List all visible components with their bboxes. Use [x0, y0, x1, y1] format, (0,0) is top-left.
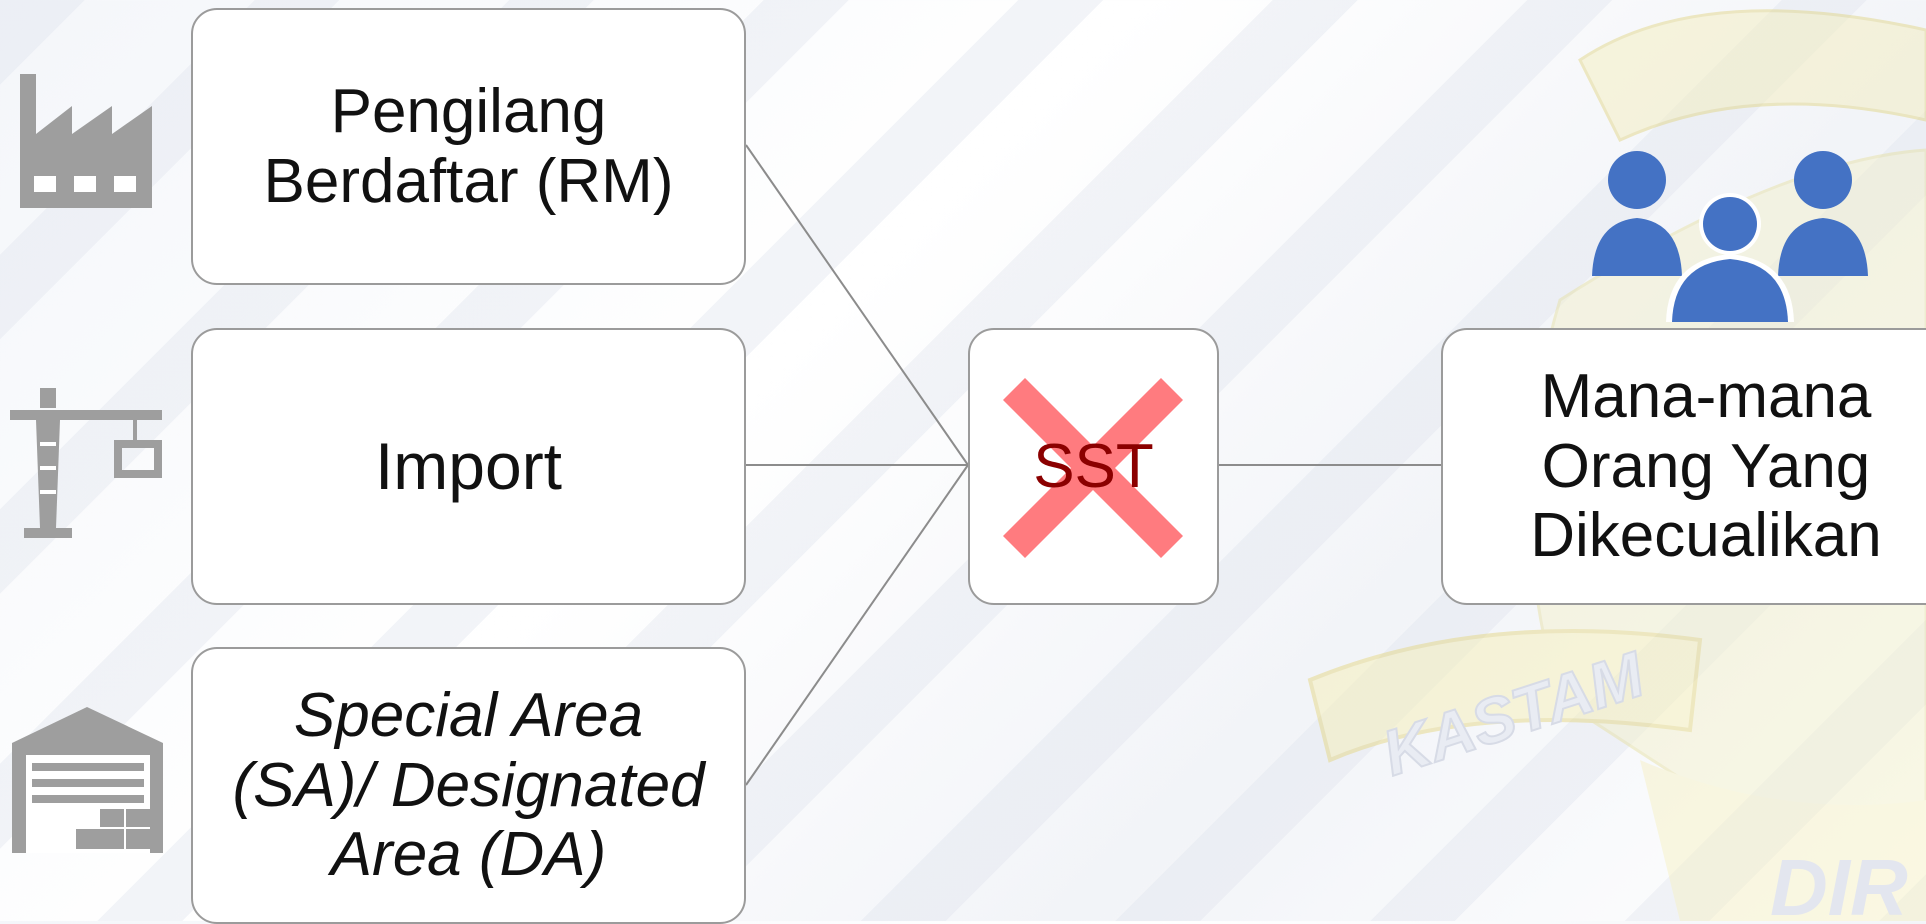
input-box-line: (SA)/ Designated	[232, 750, 705, 820]
sst-label: SST	[1033, 431, 1154, 501]
input-box-line: Berdaftar (RM)	[263, 146, 674, 216]
watermark-lower-text: DIR	[1770, 843, 1908, 921]
input-box-registered-manufacturer: Pengilang Berdaftar (RM)	[191, 8, 746, 285]
input-box-line: Special Area	[293, 681, 644, 751]
cross-icon	[1003, 378, 1183, 558]
input-box-line: Import	[374, 428, 563, 503]
input-box-line: Area (DA)	[330, 820, 607, 890]
input-box-special-designated-area: Special Area (SA)/ Designated Area (DA)	[191, 647, 746, 924]
output-box-exempted-persons: Mana-mana Orang Yang Dikecualikan	[1441, 328, 1926, 605]
sst-box: SST	[968, 328, 1219, 605]
connector-sa-da	[745, 464, 969, 786]
output-box-line: Dikecualikan	[1530, 501, 1882, 571]
warehouse-icon	[12, 707, 163, 853]
crane-icon	[10, 388, 162, 538]
input-box-line: Pengilang	[330, 77, 607, 147]
output-box-line: Orang Yang	[1541, 431, 1871, 501]
factory-icon	[20, 74, 152, 208]
connector-rm	[745, 144, 969, 466]
input-box-import: Import	[191, 328, 746, 605]
people-group-icon	[1592, 151, 1868, 322]
output-box-line: Mana-mana	[1540, 362, 1872, 432]
